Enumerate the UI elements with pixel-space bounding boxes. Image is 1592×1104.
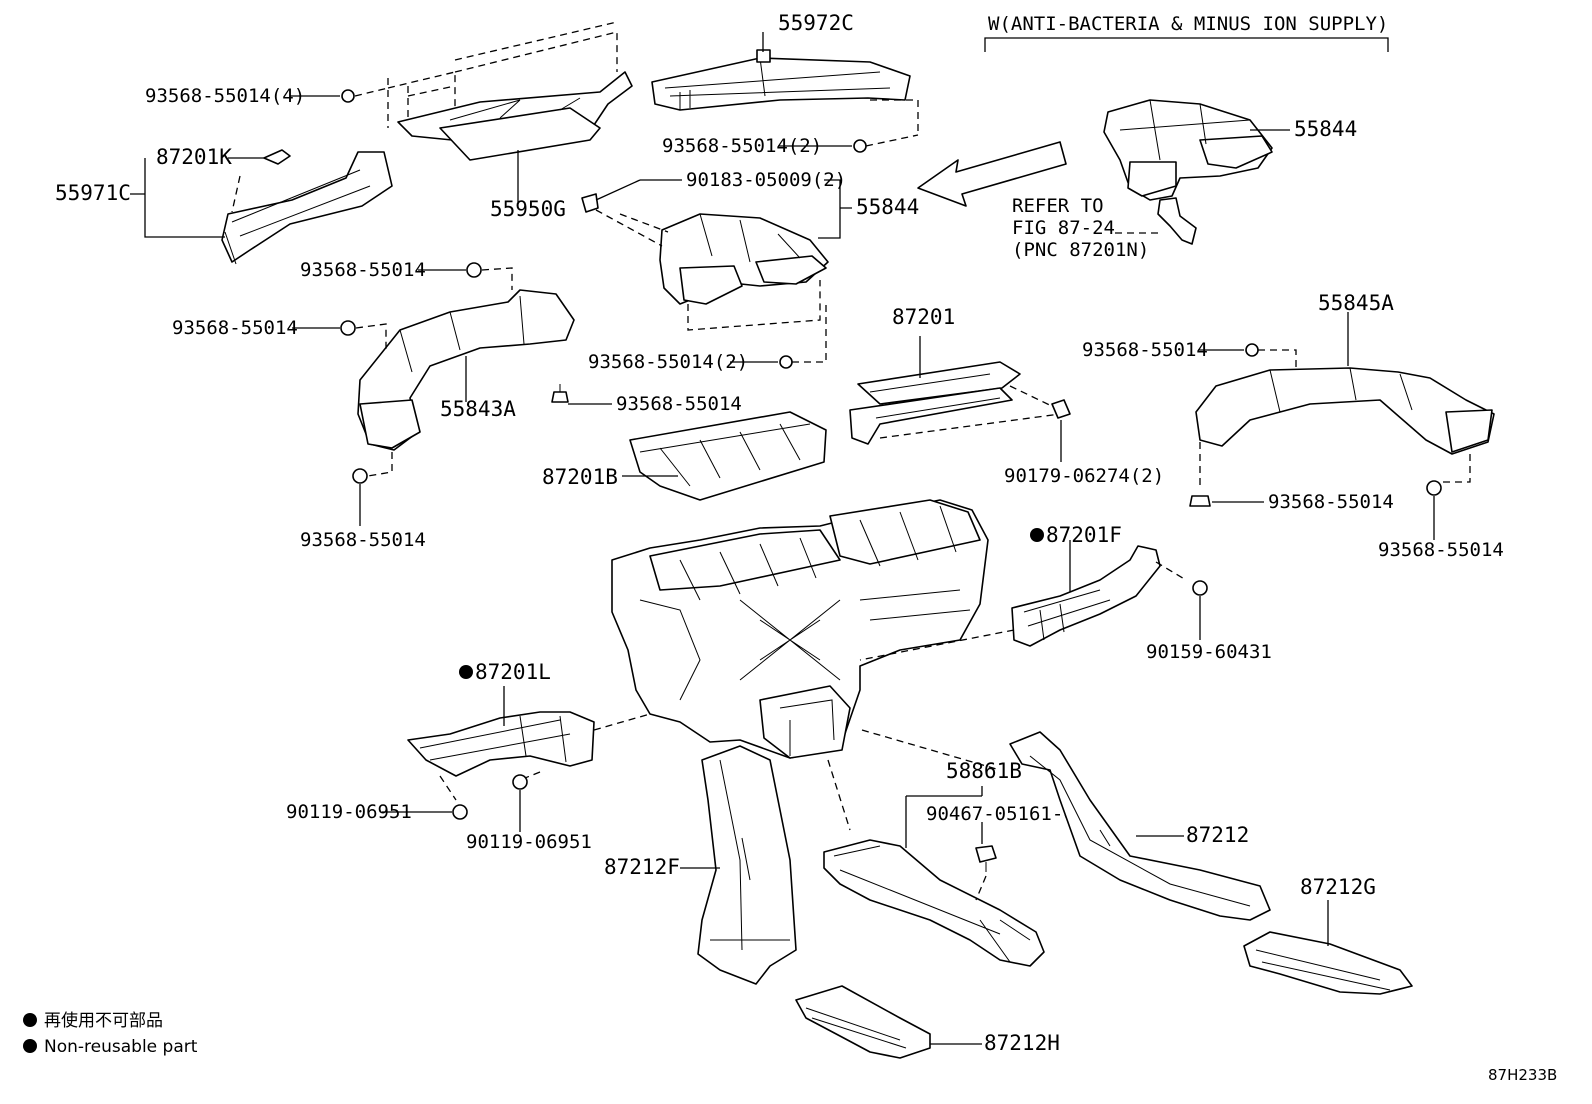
label-93568-c: 93568-55014	[616, 393, 742, 415]
clip-90179: 90179-06274(2)	[1004, 399, 1164, 487]
part-87201: 87201	[849, 305, 1061, 445]
label-87212F: 87212F	[604, 855, 680, 879]
part-55843A: 55843A	[357, 289, 575, 477]
label-90467: 90467-05161-C0	[926, 803, 1086, 825]
part-55950G: 55950G	[387, 21, 633, 221]
label-87212G: 87212G	[1300, 875, 1376, 899]
figure-id: 87H233B	[1488, 1066, 1557, 1084]
legend: 再使用不可部品 Non-reusable part	[23, 1010, 198, 1057]
label-90119-a: 90119-06951	[286, 801, 412, 823]
screw-93568-2b: 93568-55014(2)	[588, 300, 827, 373]
part-87212: 87212	[1009, 731, 1271, 921]
legend-jp: 再使用不可部品	[44, 1010, 163, 1031]
label-93568-2b: 93568-55014(2)	[588, 351, 748, 373]
label-93568-f: 93568-55014	[1268, 491, 1394, 513]
part-58861B: 58861B	[823, 729, 1045, 967]
label-90119-b: 90119-06951	[466, 831, 592, 853]
part-87212H: 87212H	[795, 985, 1060, 1059]
refer-arrow	[917, 141, 1067, 207]
refer-line-2: FIG 87-24	[1012, 217, 1115, 239]
legend-dot-2	[23, 1039, 37, 1053]
clip-87201K: 87201K	[156, 145, 291, 169]
screw-93568-c: 93568-55014	[551, 384, 742, 415]
clip-90183: 90183-05009(2)	[581, 169, 846, 213]
label-87201K: 87201K	[156, 145, 232, 169]
screw-90159: 90159-60431	[1146, 580, 1272, 663]
screw-93568-4: 93568-55014(4)	[145, 85, 389, 107]
part-55845A: 55845A	[1195, 291, 1495, 486]
clip-90467: 90467-05161-C0	[926, 803, 1086, 901]
label-87201B: 87201B	[542, 465, 618, 489]
label-87212H: 87212H	[984, 1031, 1060, 1055]
part-87212G: 87212G	[1243, 875, 1413, 995]
part-55844-right: 55844	[1103, 99, 1357, 245]
bolt-90119-a: 90119-06951	[286, 801, 468, 823]
refer-line-1: REFER TO	[1012, 195, 1104, 217]
screw-93568-g: 93568-55014	[1378, 480, 1504, 561]
label-93568-4: 93568-55014(4)	[145, 85, 305, 107]
label-90159: 90159-60431	[1146, 641, 1272, 663]
legend-dot-1	[23, 1013, 37, 1027]
label-55971C: 55971C	[55, 181, 131, 205]
label-55844-right: 55844	[1294, 117, 1357, 141]
label-93568-d: 93568-55014	[300, 529, 426, 551]
label-55844-center: 55844	[856, 195, 919, 219]
part-55971C	[221, 151, 393, 265]
screw-93568-b: 93568-55014	[172, 317, 387, 350]
label-90179: 90179-06274(2)	[1004, 465, 1164, 487]
label-55972C: 55972C	[778, 11, 854, 35]
part-87201L: 87201L	[407, 660, 651, 801]
screw-93568-e: 93568-55014	[1082, 339, 1297, 370]
label-93568-a: 93568-55014	[300, 259, 426, 281]
part-55972C: 55972C	[651, 11, 919, 135]
part-87201F: 87201F	[859, 523, 1187, 661]
label-90183: 90183-05009(2)	[686, 169, 846, 191]
part-55844-center	[595, 209, 829, 331]
label-93568-2a: 93568-55014(2)	[662, 135, 822, 157]
label-87201F: 87201F	[1046, 523, 1122, 547]
label-93568-g: 93568-55014	[1378, 539, 1504, 561]
refer-line-3: (PNC 87201N)	[1012, 239, 1149, 261]
anti-bacteria-note: W(ANTI-BACTERIA & MINUS ION SUPPLY)	[984, 13, 1389, 52]
label-93568-e: 93568-55014	[1082, 339, 1208, 361]
label-87201L: 87201L	[475, 660, 551, 684]
part-87201B: 87201B	[542, 411, 827, 501]
screw-93568-2a: 93568-55014(2)	[662, 134, 919, 157]
part-87212F: 87212F	[604, 745, 851, 985]
label-93568-b: 93568-55014	[172, 317, 298, 339]
label-55845A: 55845A	[1318, 291, 1394, 315]
label-55843A: 55843A	[440, 397, 516, 421]
screw-93568-d: 93568-55014	[300, 468, 426, 551]
label-87212: 87212	[1186, 823, 1249, 847]
heater-unit-assembly	[611, 499, 989, 759]
note-title: W(ANTI-BACTERIA & MINUS ION SUPPLY)	[988, 13, 1388, 35]
legend-en: Non-reusable part	[44, 1037, 198, 1057]
label-55950G: 55950G	[490, 197, 566, 221]
label-87201: 87201	[892, 305, 955, 329]
screw-93568-a: 93568-55014	[300, 259, 513, 290]
non-reusable-dot-87201F	[1030, 528, 1044, 542]
bolt-90119-b: 90119-06951	[466, 774, 592, 853]
screw-93568-f: 93568-55014	[1189, 491, 1394, 513]
label-58861B: 58861B	[946, 759, 1022, 783]
non-reusable-dot-87201L	[459, 665, 473, 679]
